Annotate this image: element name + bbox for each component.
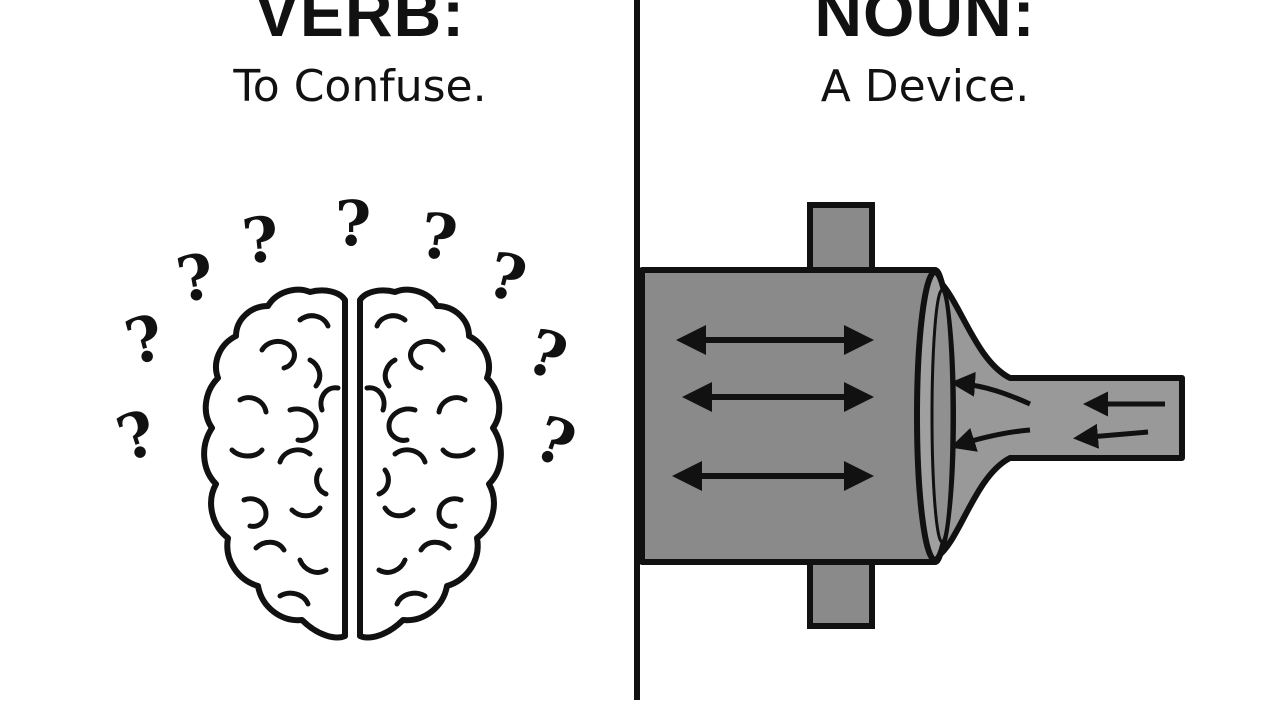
flow-arrow-icon — [950, 371, 1032, 407]
question-mark-icon: ? — [416, 198, 462, 275]
confused-brain-icon: ? ? ? ? ? ? ? ? ? — [108, 187, 585, 641]
flow-arrow-icon — [950, 427, 1031, 452]
question-mark-icon: ? — [171, 239, 219, 317]
device-body — [639, 267, 953, 565]
brain-folds — [229, 313, 476, 607]
question-mark-icon: ? — [519, 314, 576, 395]
noun-heading: NOUN: — [814, 0, 1036, 50]
bottom-flange — [807, 555, 875, 629]
verb-heading: VERB: — [254, 0, 466, 50]
question-mark-icon: ? — [480, 238, 533, 318]
device-rim-inner — [930, 288, 954, 544]
question-mark-icon: ? — [118, 300, 172, 380]
brain-left-hemisphere — [201, 286, 348, 641]
verb-definition: To Confuse. — [233, 61, 487, 112]
flow-arrow-icon — [1073, 423, 1149, 449]
noun-definition: A Device. — [820, 61, 1030, 112]
question-mark-icon: ? — [526, 401, 585, 482]
double-arrows — [672, 325, 874, 491]
question-mark-icon: ? — [239, 202, 283, 278]
flow-arrows — [950, 371, 1165, 452]
question-mark-icon: ? — [335, 187, 371, 260]
nozzle-device-icon — [639, 202, 1185, 629]
question-mark-icon: ? — [108, 395, 165, 476]
center-divider — [634, 0, 640, 700]
device-nozzle — [935, 277, 1185, 559]
top-flange — [807, 202, 875, 278]
brain-right-hemisphere — [357, 286, 504, 641]
